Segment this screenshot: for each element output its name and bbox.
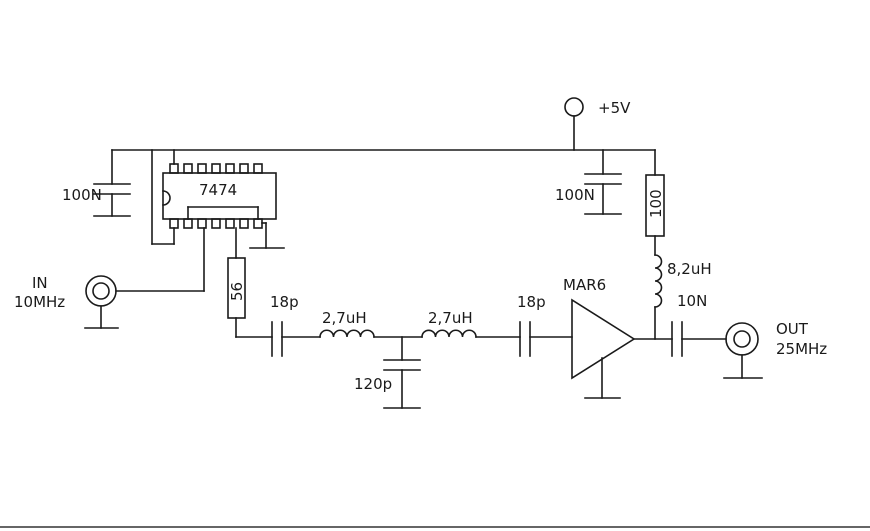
capacitor-decouple-right xyxy=(584,149,622,215)
input-label-line1: IN xyxy=(32,274,48,292)
resistor-bias-label: 100 xyxy=(647,189,665,218)
amplifier-label: MAR6 xyxy=(563,276,606,294)
output-label-line2: 25MHz xyxy=(776,340,827,358)
output-connector xyxy=(723,322,763,379)
capacitor-shunt xyxy=(383,336,421,409)
ic-7474 xyxy=(151,149,285,249)
capacitor-decouple-left xyxy=(93,149,131,217)
ic-label: 7474 xyxy=(199,181,237,199)
capacitor-decouple-left-label: 100N xyxy=(62,186,102,204)
signal-path xyxy=(235,321,573,357)
inductor-bias-label: 8,2uH xyxy=(667,260,712,278)
capacitor-out-label: 10N xyxy=(677,292,707,310)
capacitor-decouple-right-label: 100N xyxy=(555,186,595,204)
resistor-series xyxy=(227,227,246,338)
capacitor-amp-in-label: 18p xyxy=(517,293,546,311)
input-label-line2: 10MHz xyxy=(14,293,65,311)
supply-label: +5V xyxy=(598,99,631,117)
inductor-2-label: 2,7uH xyxy=(428,309,473,327)
bias-network xyxy=(645,149,665,340)
capacitor-shunt-label: 120p xyxy=(354,375,392,393)
input-connector xyxy=(84,227,205,329)
supply-terminal xyxy=(564,97,584,151)
capacitor-out xyxy=(671,321,727,357)
inductor-1-label: 2,7uH xyxy=(322,309,367,327)
capacitor-in-label: 18p xyxy=(270,293,299,311)
output-label-line1: OUT xyxy=(776,320,809,338)
amplifier-mar6 xyxy=(571,298,673,399)
resistor-series-label: 56 xyxy=(228,282,246,301)
